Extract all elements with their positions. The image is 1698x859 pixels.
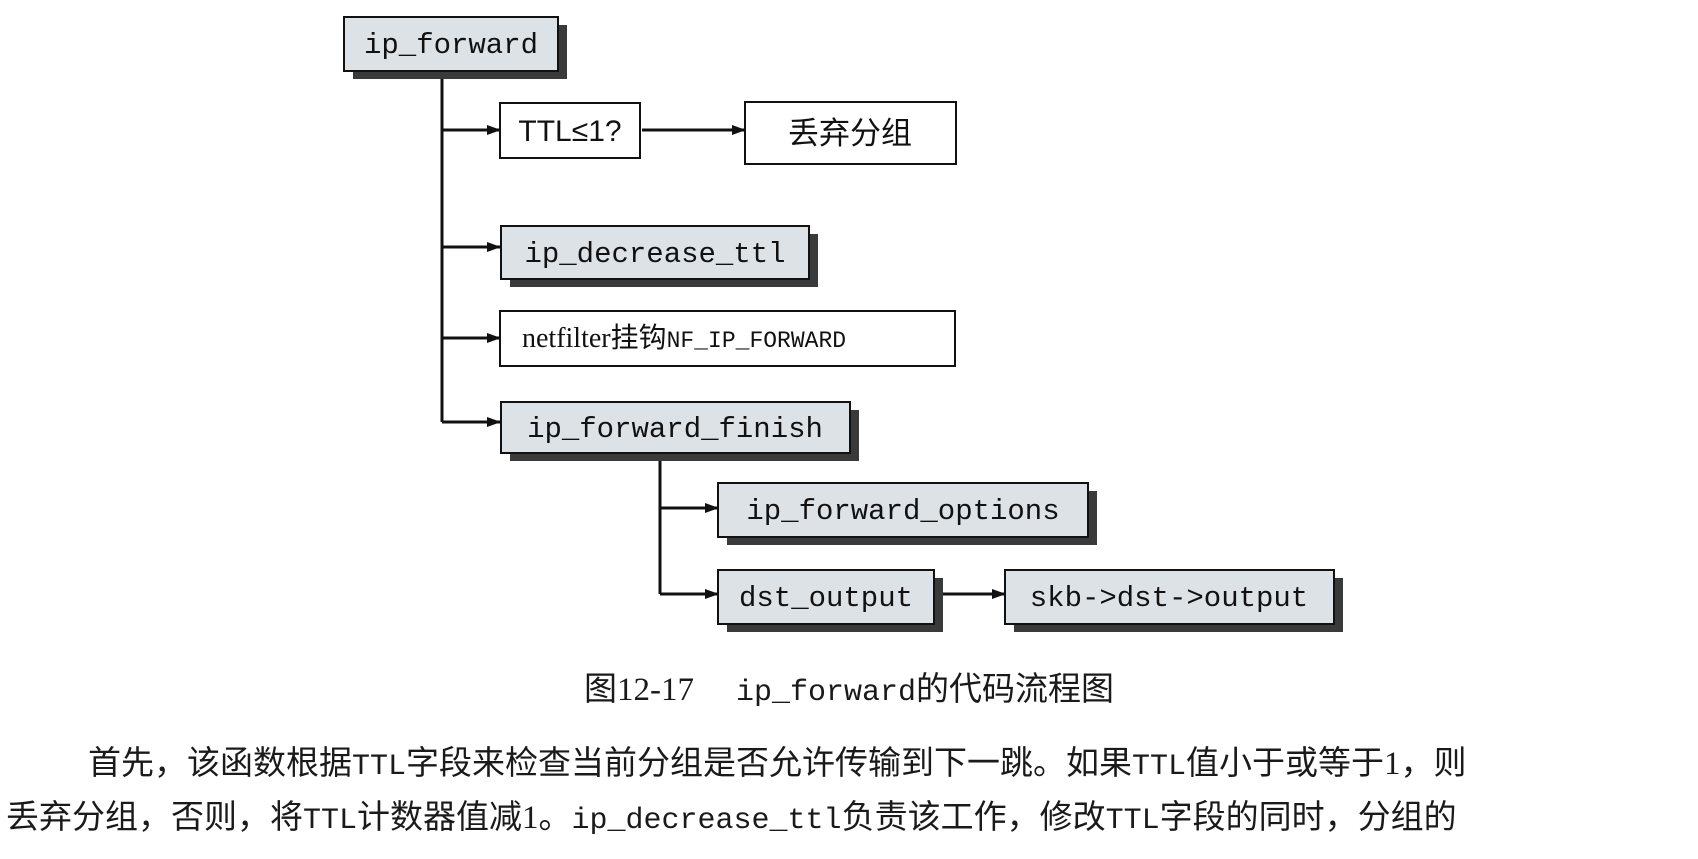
- body-text-segment: 负责该工作，修改: [841, 800, 1106, 836]
- node-ip-forward-finish-label: ip_forward_finish: [527, 413, 823, 446]
- body-text-segment: 字段的同时，分组的: [1159, 800, 1457, 836]
- node-skb-dst-output-label: skb->dst->output: [1030, 582, 1308, 615]
- figure-caption: 图12-17 ip_forward的代码流程图: [0, 662, 1698, 710]
- caption-title: 的代码流程图: [916, 672, 1115, 708]
- body-text-segment: 字段来检查当前分组是否允许传输到下一跳。如果: [406, 746, 1133, 782]
- body-text-segment: 丢弃分组，否则，将: [6, 800, 303, 836]
- body-text-segment: 计数器值减1。: [357, 800, 572, 836]
- body-code-ttl: TTL: [1105, 804, 1160, 838]
- node-netfilter-hook-label: netfilter挂钩NF_IP_FORWARD: [522, 322, 846, 354]
- node-ttl-check-label: TTL≤1?: [518, 115, 621, 148]
- body-code-ttl: TTL: [1132, 750, 1187, 784]
- node-ip-decrease-ttl-label: ip_decrease_ttl: [524, 238, 785, 271]
- node-ttl-check: TTL≤1?: [499, 102, 641, 159]
- node-netfilter-hook: netfilter挂钩NF_IP_FORWARD: [499, 310, 956, 367]
- body-code-ttl: TTL: [352, 750, 407, 784]
- caption-figure-number: 图12-17: [583, 672, 694, 708]
- body-paragraph-line-2: 丢弃分组，否则，将TTL计数器值减1。ip_decrease_ttl负责该工作，…: [6, 798, 1692, 841]
- body-text-segment: 首先，该函数根据: [88, 746, 352, 782]
- node-ip-forward-finish: ip_forward_finish: [500, 401, 859, 461]
- node-ip-decrease-ttl: ip_decrease_ttl: [500, 225, 818, 287]
- caption-function-name: ip_forward: [735, 676, 917, 710]
- connectors: [440, 71, 1006, 599]
- node-dst-output: dst_output: [717, 569, 943, 632]
- body-code-ttl: TTL: [303, 804, 358, 838]
- node-skb-dst-output: skb->dst->output: [1004, 569, 1343, 632]
- node-ip-forward-options-label: ip_forward_options: [746, 495, 1059, 528]
- node-ip-forward-label: ip_forward: [364, 29, 538, 62]
- node-drop-packet-label: 丢弃分组: [788, 116, 912, 151]
- body-paragraph-line-1: 首先，该函数根据TTL字段来检查当前分组是否允许传输到下一跳。如果TTL值小于或…: [6, 744, 1692, 787]
- node-dst-output-label: dst_output: [739, 582, 913, 615]
- node-ip-forward: ip_forward: [343, 16, 567, 79]
- body-code-ip-decrease-ttl: ip_decrease_ttl: [571, 804, 842, 838]
- body-text-segment: 值小于或等于1，则: [1186, 746, 1467, 782]
- node-ip-forward-options: ip_forward_options: [717, 482, 1097, 545]
- netfilter-prefix: netfilter挂钩: [522, 322, 667, 354]
- netfilter-hook-name: NF_IP_FORWARD: [667, 328, 846, 354]
- node-drop-packet: 丢弃分组: [744, 101, 957, 165]
